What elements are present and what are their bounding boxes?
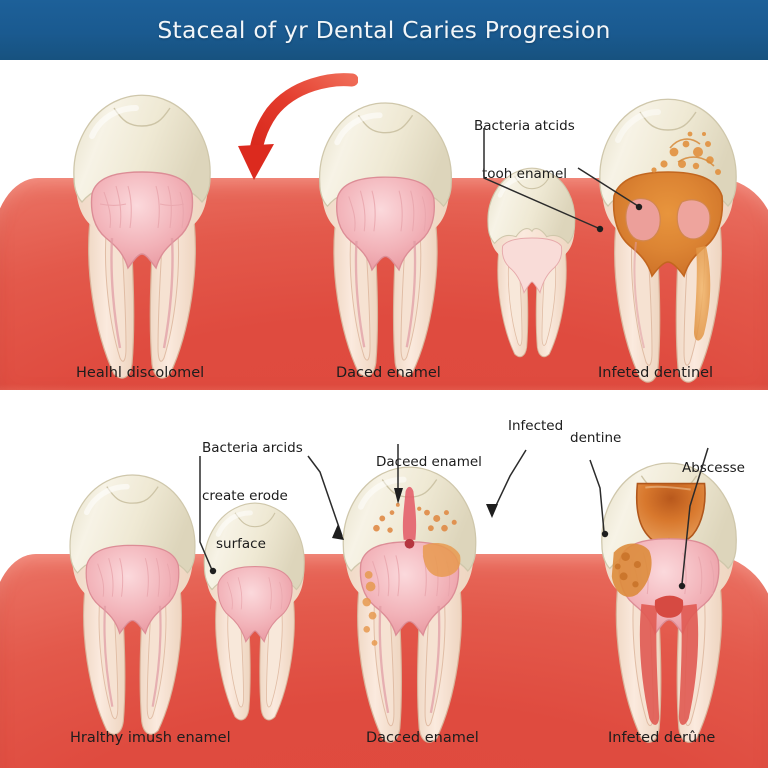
callout-bacteria-acids-enamel: Bacteria atcids tooh enamel <box>474 86 575 214</box>
tooth-healthy-1 <box>52 86 232 386</box>
callout-line-2: tooh enamel <box>482 166 568 182</box>
callout-line-2: dentine <box>570 430 622 446</box>
callout-infected-dentine: Infected dentine <box>508 418 621 482</box>
callout-line-1: Bacteria arcids <box>202 440 303 456</box>
leader-line-decayed-enamel <box>394 444 403 504</box>
callout-abscess: Abscesse <box>682 428 745 508</box>
callout-line-1: Daceed enamel <box>376 454 482 470</box>
callout-bacteria-acids-erode: Bacteria arcids create erode surface <box>202 408 303 584</box>
tooth-small-3 <box>472 152 592 372</box>
title-banner: Staceal of yr Dental Caries Progresion <box>0 0 768 60</box>
caption-stage-dentine: Infeted dentinel <box>598 365 714 381</box>
caption-stage-enamel: Daced enamel <box>336 365 441 381</box>
page-title: Staceal of yr Dental Caries Progresion <box>157 16 611 44</box>
tooth-b-healthy-2 <box>186 486 324 736</box>
leader-line-abscess <box>678 447 709 590</box>
caption-stage-healthy: Healhl discolomel <box>76 365 205 381</box>
leader-line-bacteria-erode <box>199 455 344 575</box>
lower-arch-panel: Bacteria arcids create erode surface Dac… <box>0 392 768 768</box>
tooth-b-early-3 <box>322 458 497 750</box>
callout-line-1: Bacteria atcids <box>474 118 575 134</box>
caption-stage-dentine-b: Infeted derûne <box>608 730 716 746</box>
tooth-b-healthy-1 <box>50 464 215 744</box>
progression-arrow <box>228 72 359 197</box>
leader-line-bacteria-enamel <box>483 128 643 233</box>
leader-line-infected-dentine <box>486 449 609 538</box>
callout-decayed-enamel: Daceed enamel <box>376 422 482 502</box>
caption-stage-enamel-b: Dacced enamel <box>366 730 479 746</box>
tooth-decayed-4 <box>578 90 758 390</box>
upper-arch-panel: Bacteria atcids tooh enamel Healhl disco… <box>0 60 768 390</box>
callout-line-1: Infected <box>508 418 564 434</box>
caption-stage-healthy-b: Hralthy imush enamel <box>70 730 231 746</box>
tooth-healthy-2 <box>298 94 473 384</box>
callout-line-3: surface <box>216 536 266 552</box>
callout-line-1: Abscesse <box>682 460 745 476</box>
tooth-b-severe-4 <box>580 454 758 750</box>
callout-line-2: create erode <box>202 488 288 504</box>
